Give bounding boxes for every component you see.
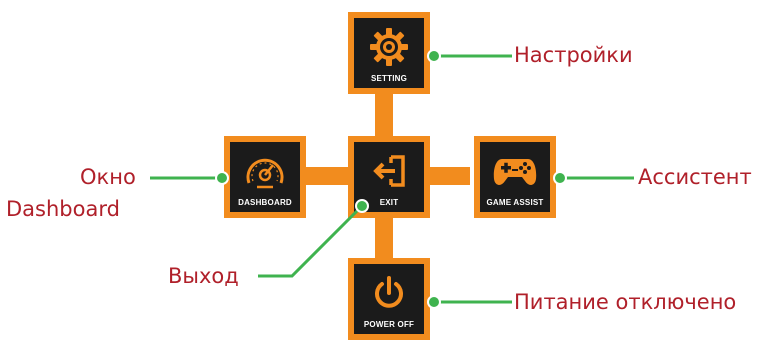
speedometer-icon xyxy=(230,148,300,194)
game-assist-tile[interactable]: GAME ASSIST xyxy=(474,136,556,218)
exit-label: EXIT xyxy=(379,198,399,207)
exit-pointer-dot xyxy=(355,199,369,213)
power-icon xyxy=(354,270,424,316)
dashboard-callout-line2: Dashboard xyxy=(6,197,120,221)
setting-tile[interactable]: SETTING xyxy=(348,12,430,94)
power-off-label: POWER OFF xyxy=(363,320,415,329)
exit-callout: Выход xyxy=(168,264,239,288)
settings-callout: Настройки xyxy=(514,43,633,67)
assistant-callout: Ассистент xyxy=(638,165,752,189)
setting-pointer-dot xyxy=(427,49,441,63)
power-off-callout: Питание отключено xyxy=(514,290,737,314)
power-off-pointer-dot xyxy=(427,295,441,309)
game-assist-label: GAME ASSIST xyxy=(486,198,544,207)
power-off-tile[interactable]: POWER OFF xyxy=(348,258,430,340)
dashboard-callout-line1: Окно xyxy=(80,165,136,189)
dashboard-pointer-dot xyxy=(215,171,229,185)
game-assist-pointer-dot xyxy=(553,171,567,185)
gear-icon xyxy=(354,24,424,70)
dashboard-tile[interactable]: DASHBOARD xyxy=(224,136,306,218)
exit-icon xyxy=(354,148,424,194)
dashboard-label: DASHBOARD xyxy=(238,198,292,207)
gamepad-icon xyxy=(480,148,550,194)
setting-label: SETTING xyxy=(370,74,408,83)
